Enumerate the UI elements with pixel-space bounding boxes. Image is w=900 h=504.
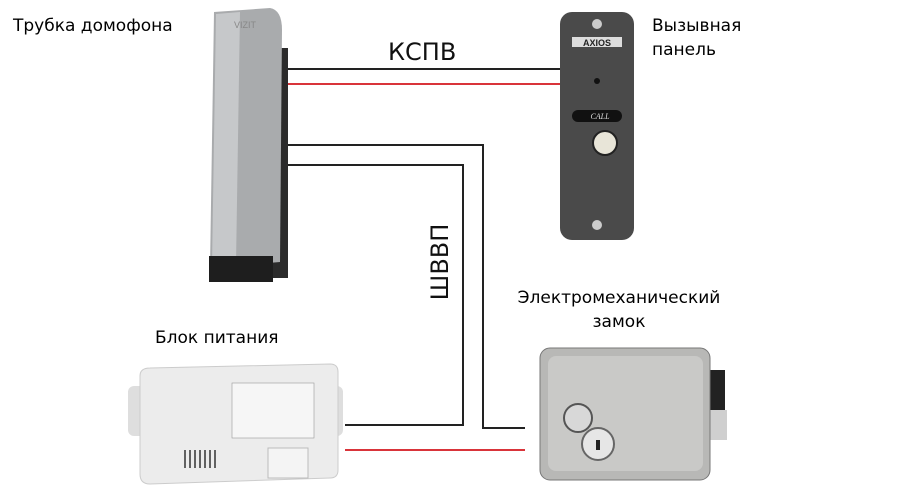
power-supply-unit (128, 363, 343, 485)
kspv-cable-label: КСПВ (388, 38, 457, 66)
shvvp-cable-label: ШВВП (426, 223, 454, 301)
lock-label-line1: Электромеханический (517, 288, 721, 308)
electromechanical-lock (539, 347, 727, 481)
shvvp-outer-wire (288, 144, 525, 429)
intercom-handset: VIZIT (209, 8, 288, 282)
call-panel-label-line1: Вызывная (652, 16, 742, 36)
power-supply-label: Блок питания (155, 328, 279, 348)
panel-brand: AXIOS (583, 38, 611, 48)
panel-button-label: CALL (590, 112, 610, 121)
lock-label-line2: замок (592, 312, 646, 332)
call-panel-label-line2: панель (652, 40, 716, 60)
handset-label: Трубка домофона (13, 16, 173, 36)
call-panel: AXIOS CALL (560, 12, 634, 240)
shvvp-inner-wire (288, 164, 464, 426)
handset-brand: VIZIT (234, 20, 257, 30)
